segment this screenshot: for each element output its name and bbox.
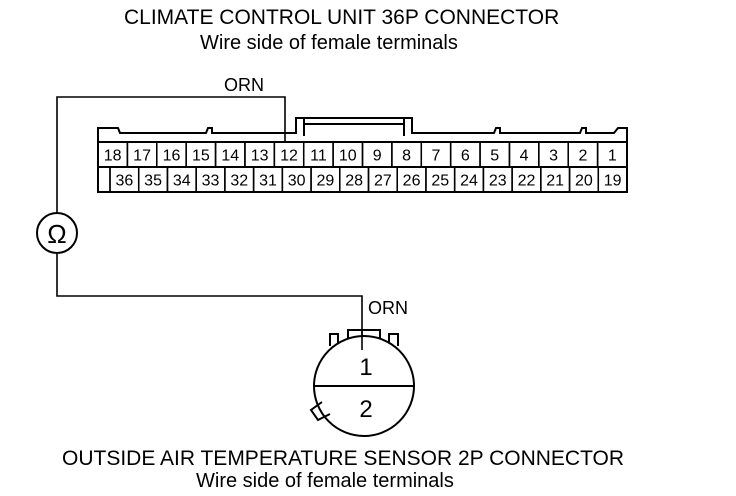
wire-label-top: ORN (224, 75, 264, 95)
terminal-21: 21 (546, 173, 564, 190)
terminal-33: 33 (202, 173, 220, 190)
bottom-connector (309, 329, 415, 437)
terminal-36: 36 (115, 173, 133, 190)
terminal-20: 20 (575, 173, 593, 190)
terminal-14: 14 (221, 148, 239, 165)
terminal-31: 31 (259, 173, 277, 190)
terminal-18: 18 (104, 148, 122, 165)
terminal-11: 11 (310, 148, 327, 165)
terminal-26: 26 (403, 173, 421, 190)
ohm-symbol: Ω (47, 219, 66, 249)
top-connector-subtitle: Wire side of female terminals (200, 32, 458, 54)
terminal-29: 29 (317, 173, 335, 190)
terminal-23: 23 (489, 173, 507, 190)
terminal-2: 2 (578, 148, 587, 165)
terminal-5: 5 (490, 148, 499, 165)
wire-bottom (56, 253, 363, 340)
terminal-7: 7 (432, 148, 441, 165)
top-connector-title: CLIMATE CONTROL UNIT 36P CONNECTOR (124, 6, 560, 29)
bottom-connector-subtitle: Wire side of female terminals (196, 470, 454, 492)
terminal-10: 10 (339, 148, 357, 165)
terminal-19-cell (597, 166, 628, 193)
wires (56, 96, 363, 340)
terminal-6: 6 (461, 148, 470, 165)
wire-top (56, 96, 286, 213)
terminal-32: 32 (230, 173, 248, 190)
terminal-28: 28 (345, 173, 363, 190)
top-connector-latch (303, 118, 405, 136)
wire-label-bottom: ORN (368, 298, 408, 318)
bottom-connector-lock (329, 329, 399, 346)
terminal-12: 12 (280, 148, 298, 165)
terminal-9: 9 (373, 148, 382, 165)
terminal-27: 27 (374, 173, 392, 190)
terminal-1: 1 (608, 148, 617, 165)
bottom-connector-key (309, 401, 331, 422)
terminal-25: 25 (431, 173, 449, 190)
terminal-35: 35 (144, 173, 162, 190)
terminal-30: 30 (288, 173, 306, 190)
terminal-24: 24 (460, 173, 478, 190)
terminal-16: 16 (163, 148, 181, 165)
terminal-17: 17 (133, 148, 151, 165)
top-connector-housing (97, 117, 628, 193)
ohmmeter: Ω (36, 212, 78, 254)
row2-blank-cell (97, 166, 111, 193)
bottom-connector-title: OUTSIDE AIR TEMPERATURE SENSOR 2P CONNEC… (62, 447, 625, 470)
terminal-19: 19 (604, 173, 622, 190)
bottom-terminal-1: 1 (359, 354, 372, 381)
bottom-terminal-2: 2 (359, 396, 372, 423)
terminal-15: 15 (192, 148, 210, 165)
terminal-3: 3 (549, 148, 558, 165)
terminal-34: 34 (173, 173, 191, 190)
terminal-8: 8 (402, 148, 411, 165)
terminal-13: 13 (251, 148, 269, 165)
terminal-22: 22 (518, 173, 536, 190)
terminal-4: 4 (520, 148, 529, 165)
